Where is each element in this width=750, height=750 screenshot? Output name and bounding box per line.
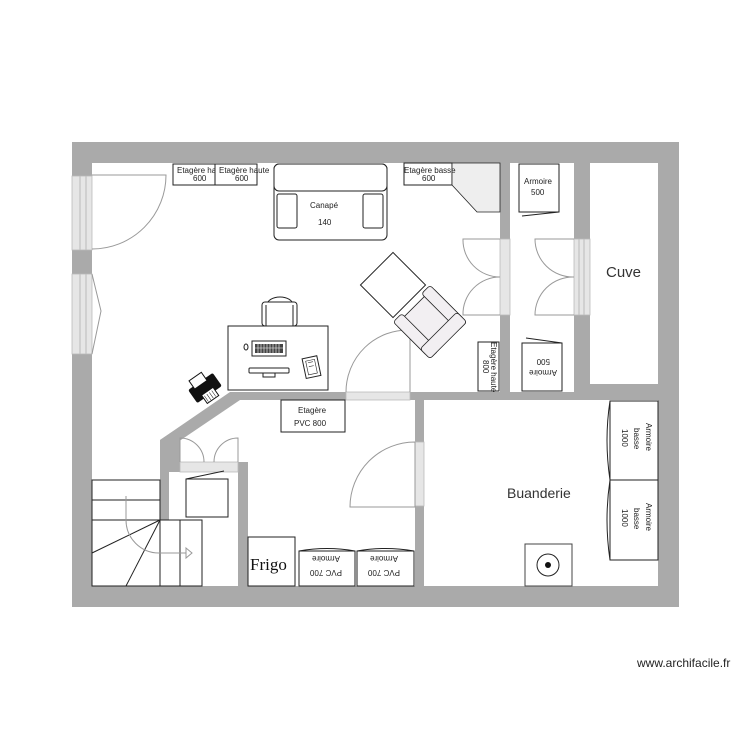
room-label-buanderie: Buanderie	[507, 485, 571, 501]
armoire-pvc-1-label: Armoire	[311, 554, 340, 563]
ottoman-icon[interactable]	[359, 251, 427, 319]
etagere-pvc-label: Etagère	[298, 406, 327, 415]
etagere-haute-2-size: 600	[235, 174, 249, 183]
etagere-haute-800-size: 800	[481, 360, 490, 374]
armoire-pvc-1-size: PVC 700	[309, 568, 342, 577]
printer-icon	[188, 371, 222, 405]
sofa-icon[interactable]: Canapé 140	[273, 163, 388, 241]
armoire-pvc-2-size: PVC 700	[367, 568, 400, 577]
armoire-pvc-700-1[interactable]: PVC 700 Armoire	[298, 548, 356, 587]
computer-tower-icon	[301, 355, 322, 380]
watermark: www.archifacile.fr	[637, 656, 731, 670]
etagere-pvc-800[interactable]: Etagère PVC 800	[280, 399, 346, 433]
armoire-top-size: 500	[531, 188, 545, 197]
armoire-top-label: Armoire	[524, 177, 553, 186]
etagere-haute-800[interactable]: Etagère haute 800	[477, 341, 500, 393]
armoire-basse-1000-2[interactable]: Armoire basse 1000	[606, 479, 659, 561]
staircase-icon[interactable]	[91, 479, 203, 587]
armoire-basse-1-label: Armoire	[644, 423, 653, 452]
monitor-icon	[248, 367, 290, 378]
armoire-basse-2-sub: basse	[632, 508, 641, 530]
etagere-basse[interactable]: Etagère basse 600	[403, 162, 501, 213]
etagere-basse-size: 600	[422, 174, 436, 183]
armchair-icon[interactable]	[393, 285, 467, 359]
etagere-haute-800-label: Etagère haute	[489, 342, 498, 393]
armoire-top[interactable]: Armoire 500	[518, 163, 560, 217]
mouse-icon	[243, 343, 249, 351]
armoire-basse-1-sub: basse	[632, 428, 641, 450]
etagere-haute-1[interactable]: Etagère haute 600	[172, 163, 228, 186]
room-label-cuve: Cuve	[606, 264, 641, 281]
etagere-haute-1-label: Etagère haute	[177, 166, 228, 175]
floor-drain-icon[interactable]	[524, 543, 573, 587]
armoire-bottom[interactable]: Armoire 500	[521, 337, 563, 392]
keyboard-icon	[251, 340, 287, 357]
armoire-pvc-2-label: Armoire	[369, 554, 398, 563]
armoire-basse-2-size: 1000	[620, 509, 629, 527]
openings	[71, 175, 591, 507]
armoire-basse-1-size: 1000	[620, 429, 629, 447]
canape-size: 140	[318, 218, 332, 227]
etagere-haute-1-size: 600	[193, 174, 207, 183]
closet-cabinet[interactable]	[185, 470, 229, 518]
armoire-bottom-size: 500	[536, 357, 550, 366]
etagere-haute-2-label: Etagère haute	[219, 166, 270, 175]
etagere-haute-2[interactable]: Etagère haute 600	[214, 163, 270, 186]
frigo[interactable]: Frigo	[247, 536, 296, 587]
etagere-pvc-size: PVC 800	[294, 419, 327, 428]
etagere-basse-label: Etagère basse	[404, 166, 456, 175]
frigo-label: Frigo	[250, 555, 287, 574]
armoire-basse-2-label: Armoire	[644, 503, 653, 532]
canape-label: Canapé	[310, 201, 339, 210]
armoire-pvc-700-2[interactable]: PVC 700 Armoire	[356, 548, 415, 587]
armoire-basse-1000-1[interactable]: Armoire basse 1000	[606, 400, 659, 481]
armoire-bottom-label: Armoire	[528, 368, 557, 377]
